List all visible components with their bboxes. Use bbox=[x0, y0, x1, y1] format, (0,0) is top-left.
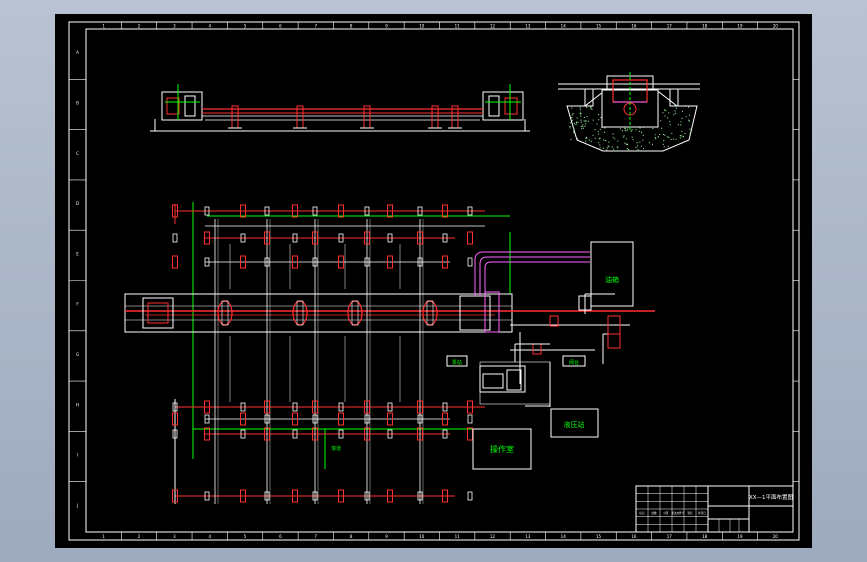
top-ruler-label: 6 bbox=[279, 24, 282, 29]
side-ruler-label: D bbox=[76, 201, 79, 206]
bottom-ruler-label: 15 bbox=[596, 534, 602, 539]
top-ruler-label: 1 bbox=[102, 24, 105, 29]
title-block-field-label: 年月日 bbox=[698, 511, 706, 515]
bottom-ruler-label: 17 bbox=[667, 534, 673, 539]
top-ruler-label: 5 bbox=[244, 24, 247, 29]
bottom-ruler-label: 12 bbox=[490, 534, 496, 539]
bottom-ruler-label: 9 bbox=[385, 534, 388, 539]
title-block[interactable]: XX—1平面布置图 标记 处数 分区更改文件号签名 年月日 bbox=[635, 485, 794, 533]
bottom-ruler-label: 13 bbox=[525, 534, 531, 539]
oil-tank-room[interactable] bbox=[590, 241, 634, 307]
side-ruler-label: I bbox=[77, 453, 78, 458]
foundation-gravel bbox=[569, 106, 693, 151]
top-ruler-label: 10 bbox=[419, 24, 425, 29]
drawing-title: XX—1平面布置图 bbox=[749, 493, 794, 501]
top-ruler-label: 4 bbox=[208, 24, 211, 29]
bottom-ruler-label: 7 bbox=[315, 534, 318, 539]
top-ruler-label: 12 bbox=[490, 24, 496, 29]
top-ruler-label: 7 bbox=[315, 24, 318, 29]
title-block-field-label: 处数 bbox=[651, 511, 657, 515]
top-ruler-label: 3 bbox=[173, 24, 176, 29]
bottom-ruler-label: 5 bbox=[244, 534, 247, 539]
hydraulic-station-room[interactable] bbox=[550, 408, 599, 438]
bottom-ruler-label: 8 bbox=[350, 534, 353, 539]
bottom-ruler-label: 1 bbox=[102, 534, 105, 539]
operation-room[interactable] bbox=[472, 428, 532, 470]
top-ruler-label: 19 bbox=[737, 24, 743, 29]
side-ruler-label: C bbox=[76, 151, 79, 156]
roller-table-note: 滚道 bbox=[331, 445, 341, 452]
top-ruler-label: 13 bbox=[525, 24, 531, 29]
bottom-ruler-label: 16 bbox=[631, 534, 637, 539]
top-ruler-label: 20 bbox=[773, 24, 779, 29]
top-ruler-label: 8 bbox=[350, 24, 353, 29]
plan-view: 油箱 液压站 操作室 泵站 阀台 滚道 bbox=[124, 202, 655, 504]
bottom-ruler-label: 18 bbox=[702, 534, 708, 539]
side-ruler-label: B bbox=[76, 100, 79, 105]
top-ruler-label: 15 bbox=[596, 24, 602, 29]
elevation-view bbox=[150, 84, 530, 132]
bottom-ruler-label: 6 bbox=[279, 534, 282, 539]
top-ruler-label: 16 bbox=[631, 24, 637, 29]
bottom-ruler-label: 20 bbox=[773, 534, 779, 539]
title-block-field-label: 签名 bbox=[687, 511, 693, 515]
top-ruler-label: 11 bbox=[455, 24, 461, 29]
bottom-ruler-label: 10 bbox=[419, 534, 425, 539]
title-block-field-label: 更改文件号 bbox=[672, 511, 685, 515]
oil-tank-label: 油箱 bbox=[605, 275, 619, 284]
side-ruler-label: E bbox=[76, 251, 79, 256]
side-ruler-label: A bbox=[76, 50, 79, 55]
outer-border bbox=[68, 21, 800, 541]
side-ruler-label: J bbox=[76, 503, 78, 508]
bottom-ruler-label: 19 bbox=[737, 534, 743, 539]
side-ruler-label: G bbox=[76, 352, 79, 357]
top-ruler-label: 17 bbox=[667, 24, 673, 29]
hydraulic-station-label: 液压站 bbox=[564, 420, 585, 429]
bottom-ruler-label: 11 bbox=[455, 534, 461, 539]
operation-room-label: 操作室 bbox=[490, 444, 514, 454]
bottom-ruler-label: 4 bbox=[208, 534, 211, 539]
title-block-field-label: 标记 bbox=[639, 511, 645, 515]
side-ruler-label: H bbox=[76, 402, 79, 407]
sheet-background bbox=[55, 14, 812, 548]
top-ruler-label: 18 bbox=[702, 24, 708, 29]
top-ruler-label: 9 bbox=[385, 24, 388, 29]
top-ruler-label: 2 bbox=[138, 24, 141, 29]
title-block-field-label: 分区 bbox=[663, 511, 669, 515]
top-ruler-label: 14 bbox=[561, 24, 567, 29]
pump-label: 泵站 bbox=[452, 359, 462, 366]
bottom-ruler-label: 3 bbox=[173, 534, 176, 539]
side-ruler-label: F bbox=[76, 302, 79, 307]
bottom-ruler-label: 14 bbox=[561, 534, 567, 539]
bottom-ruler-label: 2 bbox=[138, 534, 141, 539]
valve-label: 阀台 bbox=[569, 359, 579, 366]
section-view bbox=[558, 72, 700, 152]
